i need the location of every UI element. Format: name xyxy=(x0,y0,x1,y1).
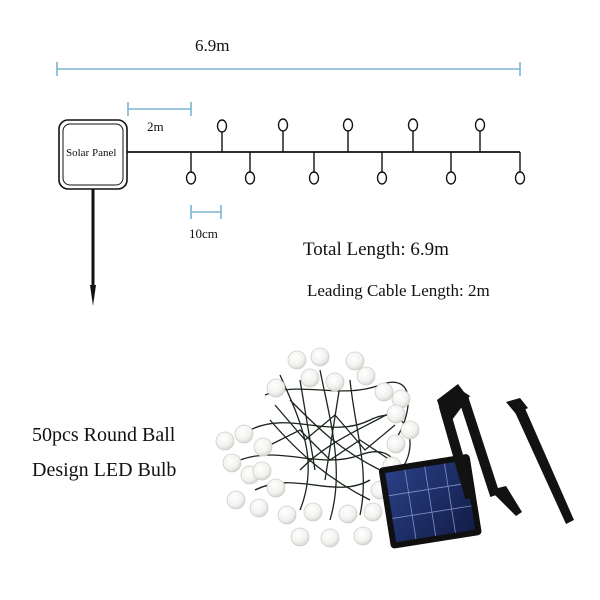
bulbs-lower xyxy=(185,152,526,185)
bulb-description-line-1: 50pcs Round Ball xyxy=(32,424,176,446)
ground-stake-icon xyxy=(90,189,96,306)
bulb-spacing-dimension-line xyxy=(190,205,222,219)
leading-dimension-label: 2m xyxy=(147,119,164,134)
total-length-spec: Total Length: 6.9m xyxy=(303,239,449,260)
bulb-spacing-label: 10cm xyxy=(189,226,218,241)
bulbs-upper xyxy=(216,118,486,152)
solar-panel-label: Solar Panel xyxy=(66,147,117,159)
solar-panel-icon xyxy=(378,454,482,549)
mounting-bracket-icon xyxy=(437,384,522,516)
bulb-description-line-2: Design LED Bulb xyxy=(32,459,177,481)
total-length-dimension-line xyxy=(56,62,521,76)
led-ball-bulbs xyxy=(215,347,420,548)
total-dimension-label: 6.9m xyxy=(195,36,230,55)
leading-cable-dimension-line xyxy=(127,102,192,116)
ground-stake-product-icon xyxy=(506,398,574,524)
leading-cable-spec: Leading Cable Length: 2m xyxy=(307,281,490,300)
